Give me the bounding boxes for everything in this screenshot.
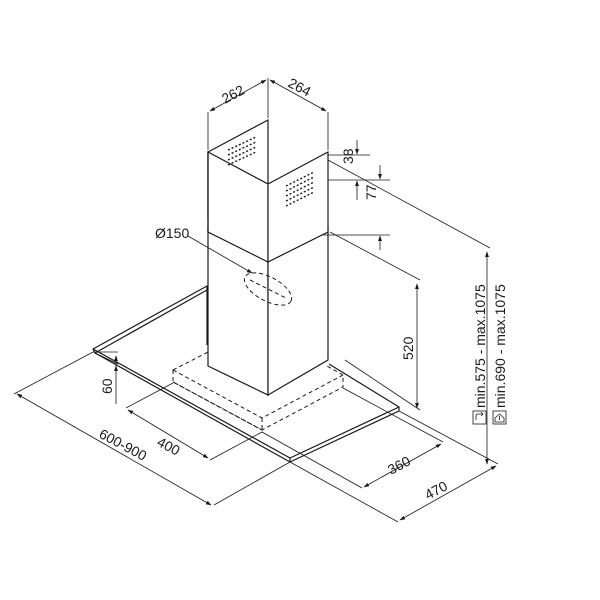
label-canopy-thickness: 60 [99, 378, 115, 394]
label-height-range-extraction: min.690 - max.1075 [492, 284, 508, 408]
dimension-lines [13, 78, 499, 523]
label-offset-top: 38 [340, 148, 356, 164]
label-hood-width-range: 600-900 [97, 426, 150, 464]
extraction-mode-icon [492, 410, 507, 425]
label-filter-depth: 360 [385, 452, 413, 477]
label-filter-width: 400 [155, 434, 183, 459]
label-lower-chimney-height: 520 [400, 336, 416, 360]
base-body-outline [172, 349, 344, 431]
label-offset-step: 77 [363, 184, 379, 200]
hood-body [92, 119, 400, 463]
vent-grille-right [285, 171, 315, 207]
recirculation-mode-icon [472, 410, 487, 425]
duct-outlet-outline [243, 272, 293, 306]
vent-grille-left [227, 136, 257, 166]
lower-chimney [207, 227, 329, 397]
label-chimney-width-right: 264 [286, 75, 314, 100]
label-height-range-recirculation: min.575 - max.1075 [472, 284, 488, 408]
glass-canopy [92, 285, 208, 354]
upper-chimney [207, 119, 329, 263]
label-chimney-width-left: 262 [219, 81, 247, 106]
label-duct-diameter: Ø150 [155, 225, 189, 241]
label-hood-depth: 470 [422, 477, 450, 502]
